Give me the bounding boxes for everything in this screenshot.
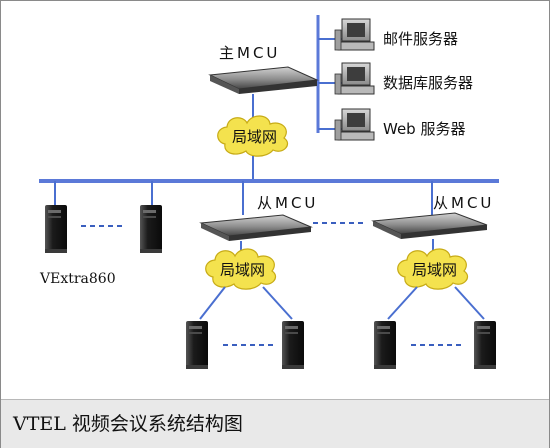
sub-mcu-1-device-icon (199, 214, 313, 241)
main-mcu-device-icon (208, 66, 319, 94)
sub-lan-2-label: 局域网 (412, 261, 457, 279)
sub-mcu-2-device-icon (371, 212, 488, 239)
terminal-tower-icon (282, 321, 304, 369)
sub-mcu-1-label: 从MCU (257, 194, 318, 212)
server-label-mail: 邮件服务器 (383, 30, 458, 48)
link-lan2-right (454, 286, 485, 320)
main-mcu-label: 主MCU (219, 44, 280, 62)
main-lan-label: 局域网 (232, 128, 277, 146)
link-lan1-left (199, 286, 226, 320)
terminal-tower-icon (186, 321, 208, 369)
web-server-computer-icon (334, 108, 375, 141)
server-label-web: Web 服务器 (383, 120, 465, 138)
terminal-tower-icon (140, 205, 162, 253)
terminal-model-label: VExtra860 (39, 271, 116, 287)
terminal-tower-icon (45, 205, 67, 253)
mail-server-computer-icon (334, 18, 375, 51)
terminal-tower-icon (474, 321, 496, 369)
sub-lan-1-label: 局域网 (220, 261, 265, 279)
link-lan1-right (262, 286, 293, 320)
db-server-computer-icon (334, 62, 375, 95)
network-diagram: 邮件服务器 数据库服务器 Web 服务器 主MCU 局域网 VExtra860 … (39, 15, 499, 369)
diagram-caption: VTEL 视频会议系统结构图 (13, 413, 243, 435)
link-lan2-left (387, 286, 418, 320)
caption-bar (1, 399, 549, 448)
terminal-tower-icon (374, 321, 396, 369)
sub-mcu-2-label: 从MCU (433, 194, 494, 212)
server-label-db: 数据库服务器 (383, 74, 473, 92)
